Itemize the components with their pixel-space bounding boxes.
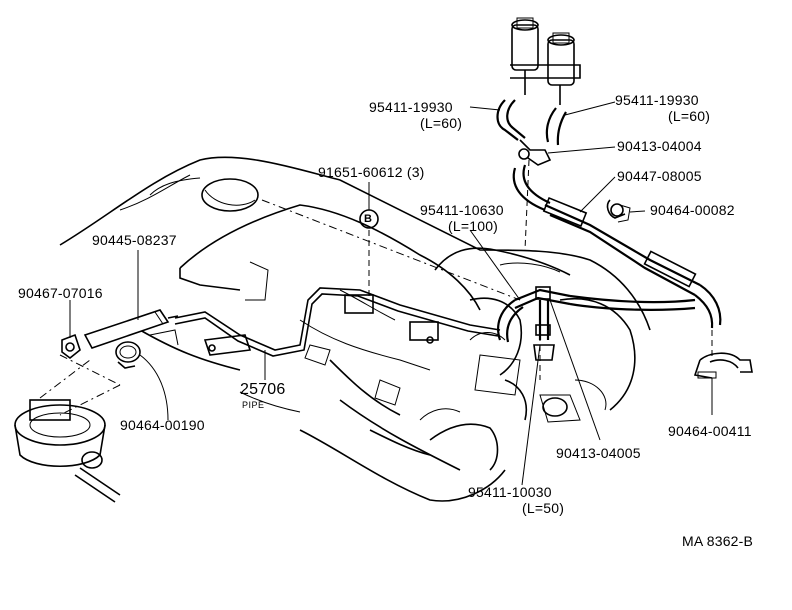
part-number: 90447-08005 (617, 168, 702, 184)
part-number: 95411-10030 (468, 484, 552, 500)
callout-qualifier-c1: (L=60) (420, 116, 462, 131)
hose-length: (L=60) (668, 108, 711, 124)
bolt-marker-letter: B (364, 213, 373, 225)
vsv-valve-pair (510, 17, 581, 105)
part-number: 90413-04005 (556, 445, 641, 461)
part-number: 25706 (240, 381, 286, 398)
callout-label-c8: 90445-08237 (92, 233, 177, 248)
callout-label-c11: 90464-00190 (120, 418, 205, 433)
part-number: 90464-00082 (650, 202, 735, 218)
part-number: 95411-19930 (369, 99, 453, 115)
vsv-hoses (496, 99, 567, 212)
part-number: 90467-07016 (18, 285, 103, 301)
hose-length: (L=60) (420, 115, 463, 131)
callout-leaders (69, 101, 713, 486)
callout-label-c7: 95411-10630 (420, 203, 504, 218)
tee-fitting-area (497, 286, 571, 361)
hose-length: (L=100) (448, 218, 499, 234)
callout-qualifier-c2: (L=60) (668, 109, 710, 124)
callout-label-c13: 90464-00411 (668, 424, 752, 439)
callout-qualifier-c10: PIPE (242, 400, 265, 410)
callout-label-c2: 95411-19930 (615, 93, 699, 108)
part-number: 90464-00411 (668, 423, 752, 439)
callout-qualifier-c7: (L=100) (448, 219, 498, 234)
callout-qualifier-c14: (L=50) (522, 501, 564, 516)
long-hose-assembly (542, 196, 722, 329)
drawing-id: MA 8362-B (682, 533, 754, 549)
part-type: PIPE (242, 400, 265, 410)
part-number: 95411-10630 (420, 202, 504, 218)
callout-label-c4: 90447-08005 (617, 169, 702, 184)
callout-label-c9: 90467-07016 (18, 286, 103, 301)
clamp-90464-00190 (115, 341, 141, 369)
callout-label-c14: 95411-10030 (468, 485, 552, 500)
callout-label-c10: 25706 (240, 381, 286, 398)
callout-label-c12: 90413-04005 (556, 446, 641, 461)
metal-pipe-25706 (174, 287, 501, 357)
callout-label-c6: 91651-60612 (3) (318, 165, 425, 180)
part-number: 91651-60612 (318, 164, 403, 180)
hose-length: (L=50) (522, 500, 565, 516)
actuator-canister (14, 399, 121, 503)
part-number: 95411-19930 (615, 92, 699, 108)
clip-90464-00082 (606, 199, 631, 223)
clamp-90464-00411 (693, 352, 753, 379)
quantity: (3) (406, 164, 425, 180)
callout-label-c5: 90464-00082 (650, 203, 735, 218)
part-number: 90464-00190 (120, 417, 205, 433)
clip-90467-07016 (61, 333, 81, 360)
part-number: 90413-04004 (617, 138, 702, 154)
engine-outline (59, 156, 651, 502)
hose-90445-08237 (83, 309, 179, 349)
part-number: 90445-08237 (92, 232, 177, 248)
callout-label-c3: 90413-04004 (617, 139, 702, 154)
callout-label-c1: 95411-19930 (369, 100, 453, 115)
